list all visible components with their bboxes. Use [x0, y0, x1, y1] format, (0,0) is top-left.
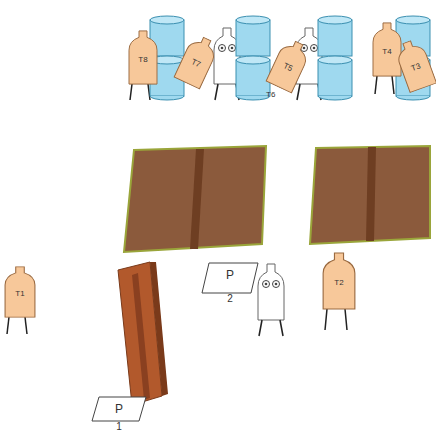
target-label: T2: [322, 252, 356, 287]
target-label: T1: [4, 266, 36, 298]
shape-outline: [373, 23, 401, 76]
target: T2: [322, 252, 356, 310]
marker-number: 2: [198, 293, 262, 305]
target-label: T4: [372, 22, 402, 56]
shape-outline: [129, 31, 157, 84]
marker-number: 1: [88, 421, 150, 433]
target: T8: [128, 30, 158, 85]
target-label: T6: [266, 90, 275, 99]
shooting-position: P2: [198, 262, 262, 306]
target: T1: [4, 266, 36, 318]
shooting-position: P1: [88, 396, 150, 434]
marker-letter: P: [198, 262, 262, 293]
target: T4: [372, 22, 402, 77]
marker-letter: P: [88, 396, 150, 421]
target-label: T8: [128, 30, 158, 64]
